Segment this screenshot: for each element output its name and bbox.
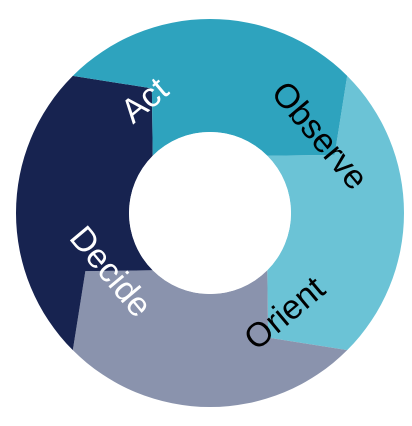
cycle-segments (15, 18, 405, 408)
segment-decide (15, 75, 153, 351)
center-hole (129, 132, 291, 294)
segment-act (72, 18, 348, 156)
segment-orient (72, 270, 348, 408)
segment-observe (267, 75, 405, 351)
